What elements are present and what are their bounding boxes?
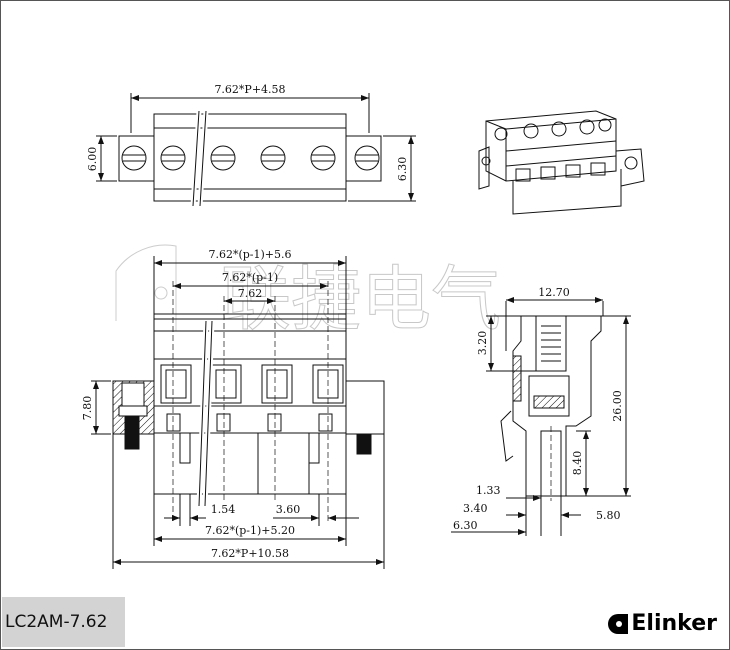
isometric-view bbox=[478, 110, 645, 215]
brand-logo: Elinker bbox=[608, 611, 717, 636]
dim-pitch: 7.62 bbox=[238, 287, 263, 300]
dim-height: 26.00 bbox=[611, 390, 624, 422]
dim-5-80: 5.80 bbox=[596, 509, 621, 522]
dim-depth: 12.70 bbox=[538, 286, 570, 299]
dim-flange-height: 7.80 bbox=[81, 396, 94, 421]
dim-top-width: 7.62*P+4.58 bbox=[214, 83, 285, 96]
dim-3-40: 3.40 bbox=[463, 502, 488, 515]
dim-1-33: 1.33 bbox=[476, 484, 501, 497]
watermark: 联捷电气 bbox=[115, 244, 502, 341]
dim-top-height-right: 6.30 bbox=[396, 157, 409, 182]
dim-total: 7.62*P+10.58 bbox=[211, 547, 289, 560]
brand-logo-icon bbox=[608, 613, 629, 634]
dim-pitch-span: 7.62*(p-1) bbox=[222, 271, 278, 284]
model-number-label: LC2AM-7.62 bbox=[2, 597, 125, 647]
top-view bbox=[96, 93, 416, 207]
dim-top-offset: 3.20 bbox=[476, 331, 489, 356]
brand-name: Elinker bbox=[631, 611, 717, 636]
dim-bottom-body: 7.62*(p-1)+5.20 bbox=[205, 524, 295, 537]
dim-6-30: 6.30 bbox=[453, 519, 478, 532]
dim-body: 7.62*(p-1)+5.6 bbox=[208, 248, 291, 261]
dim-pin-height: 8.40 bbox=[571, 451, 584, 476]
dim-pin-offset: 3.60 bbox=[276, 503, 301, 516]
side-view bbox=[451, 297, 631, 536]
front-view bbox=[91, 256, 385, 569]
dim-pin-width: 1.54 bbox=[211, 503, 236, 516]
dim-top-height-left: 6.00 bbox=[86, 147, 99, 172]
